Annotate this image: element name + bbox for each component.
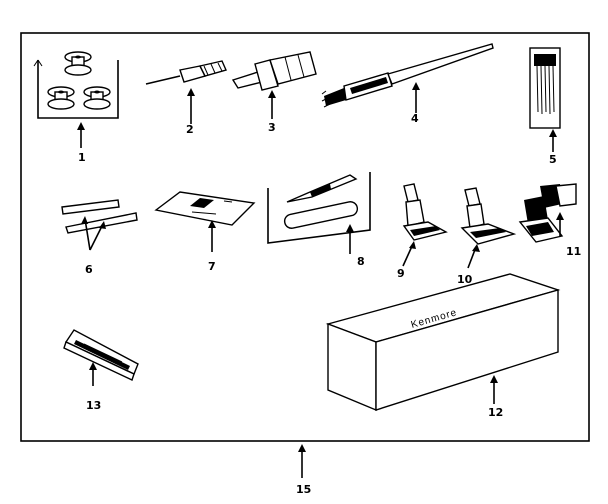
part-number-5: 5 xyxy=(549,153,557,166)
seam-ripper-card-illustration xyxy=(267,172,371,244)
buttonhole-foot-illustration xyxy=(460,187,517,245)
bobbins-illustration xyxy=(33,51,119,119)
leader-arrow-1 xyxy=(77,122,85,130)
leader-arrow-7 xyxy=(208,220,216,228)
part-number-6: 6 xyxy=(85,263,93,276)
needle-pack-illustration xyxy=(529,47,561,129)
seam-ripper-brush-illustration xyxy=(321,43,494,108)
leader-arrow-6a xyxy=(81,216,88,224)
kit-frame xyxy=(20,32,590,442)
leader-arrow-2 xyxy=(187,88,195,96)
leader-line-6b xyxy=(89,223,104,251)
small-screwdriver-illustration xyxy=(145,60,227,85)
leader-arrow-3 xyxy=(268,90,276,98)
part-number-2: 2 xyxy=(186,123,194,136)
throat-plate-illustration xyxy=(154,191,256,226)
leader-arrow-12 xyxy=(490,375,498,383)
leader-arrow-15 xyxy=(298,444,306,452)
spool-pins-illustration xyxy=(61,199,138,234)
part-number-1: 1 xyxy=(78,151,86,164)
part-number-15: 15 xyxy=(296,483,311,496)
zipper-foot-illustration xyxy=(402,183,448,241)
part-number-13: 13 xyxy=(86,399,101,412)
leader-arrow-10 xyxy=(472,244,480,252)
part-number-11: 11 xyxy=(566,245,581,258)
buttonhole-attachment-illustration xyxy=(63,329,139,381)
accessory-box-illustration: Kenmore xyxy=(325,273,561,412)
part-number-7: 7 xyxy=(208,260,216,273)
large-screwdriver-illustration xyxy=(231,51,317,91)
leader-arrow-13 xyxy=(89,362,97,370)
part-number-4: 4 xyxy=(411,112,419,125)
part-number-12: 12 xyxy=(488,406,503,419)
leader-arrow-5 xyxy=(549,129,557,137)
part-number-10: 10 xyxy=(457,273,473,286)
part-number-9: 9 xyxy=(397,267,405,280)
part-number-3: 3 xyxy=(268,121,276,134)
straight-stitch-foot-illustration xyxy=(518,183,577,243)
leader-arrow-4 xyxy=(412,82,420,90)
leader-line-6a xyxy=(84,218,91,251)
leader-arrow-9 xyxy=(409,241,416,249)
leader-arrow-11 xyxy=(556,212,564,220)
leader-arrow-6b xyxy=(99,221,106,229)
leader-arrow-8 xyxy=(346,224,354,232)
part-number-8: 8 xyxy=(357,255,365,268)
